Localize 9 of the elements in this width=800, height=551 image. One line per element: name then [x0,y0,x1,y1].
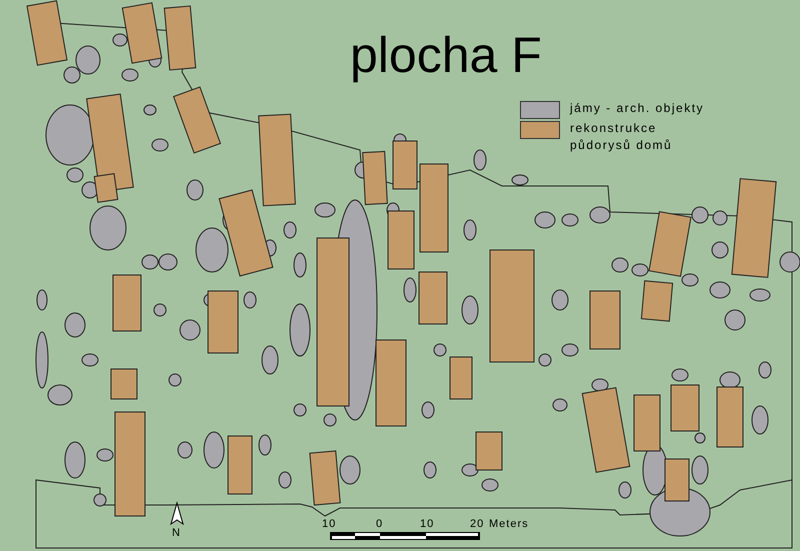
scale-number: 10 [420,518,434,530]
scale-number: 0 [376,518,384,530]
legend-text: jámy - arch. objekty [570,100,706,117]
north-label: N [172,527,181,539]
scale-number: 10 [322,518,336,530]
legend-text: rekonstrukce půdorysů domů [570,120,674,154]
scale-number: 20 [470,518,484,530]
scale-unit: Meters [489,518,529,530]
map-title: plocha F [350,30,542,80]
